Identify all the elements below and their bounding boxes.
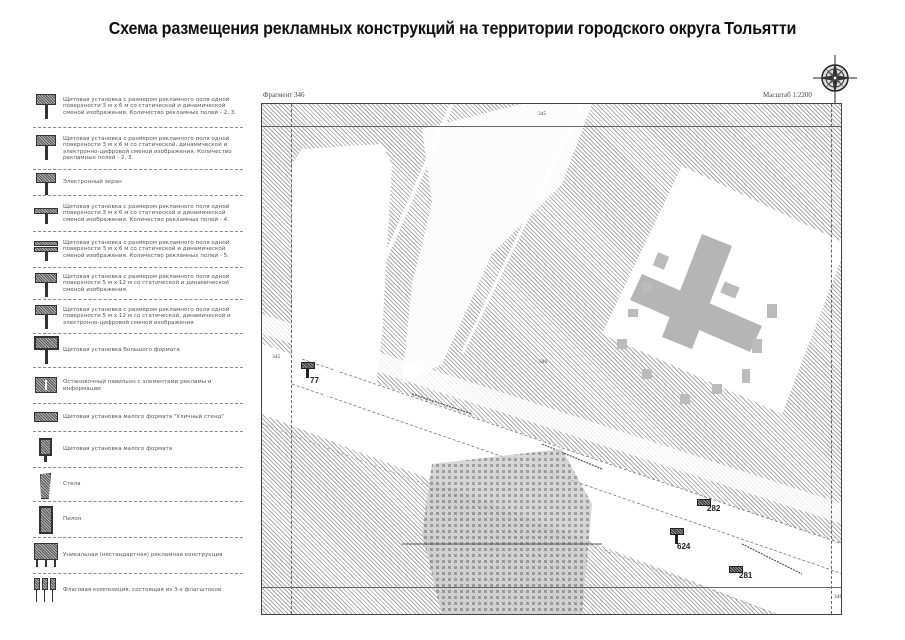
legend-text: Флаговая композиция, состоящая из 3-х фл…: [63, 586, 222, 593]
marker-number: 77: [310, 376, 319, 385]
legend-item: Щитовая установка с размером рекламного …: [33, 232, 243, 268]
billboard-icon: [729, 566, 743, 573]
sheet-label-center: 346: [539, 359, 548, 365]
billboard-5x12-icon: [33, 268, 59, 299]
page-title: Схема размещения рекламных конструкций н…: [108, 18, 797, 38]
sheet-grid-line: [831, 104, 832, 614]
stela-icon: [33, 468, 59, 501]
pole-icon: [306, 369, 309, 378]
legend-item: Флаговая композиция, состоящая из 3-х фл…: [33, 574, 243, 606]
legend-item: Электронный экран: [33, 170, 243, 196]
marker-number: 282: [707, 504, 721, 513]
legend-text: Щитовая установка с размером рекламного …: [63, 135, 232, 161]
legend-text: Щитовая установка малого формата "Уличны…: [63, 414, 224, 421]
billboard-icon: [697, 499, 711, 506]
legend-text: Щитовая установка с размером рекламного …: [63, 203, 230, 223]
fragment-label: Фрагмент 346: [263, 91, 305, 99]
legend-item: Щитовая установка с размером рекламного …: [33, 128, 243, 170]
legend-text: Щитовая установка большого формата: [63, 347, 180, 354]
legend-text: Щитовая установка с размером рекламного …: [63, 239, 230, 259]
sheet-label-top: 345: [538, 111, 547, 117]
marker-number: 624: [677, 542, 691, 551]
legend-item: Остановочный павильон с элементами рекла…: [33, 368, 243, 404]
unique-structure-icon: [33, 538, 59, 573]
scale-label: Масштаб 1:2200: [763, 91, 812, 99]
legend-item: Щитовая установка с размером рекламного …: [33, 86, 243, 128]
legend-text: Щитовая установка малого формата: [63, 446, 173, 453]
billboard-5-fields-icon: [33, 232, 59, 267]
legend-text: Остановочный павильон с элементами рекла…: [63, 379, 212, 392]
legend-text: Уникальная (нестандартная) рекламная кон…: [63, 552, 223, 559]
sheet-label-bottom-right: 348: [834, 594, 842, 600]
electronic-screen-icon: [33, 170, 59, 195]
small-format-info-stand-icon: [33, 404, 59, 431]
billboard-icon: [670, 528, 684, 535]
legend-item: Щитовая установка малого формата "Уличны…: [33, 404, 243, 432]
bus-stop-pavilion-icon: [33, 368, 59, 403]
large-format-billboard-icon: [33, 334, 59, 367]
compass-rose-icon: [813, 55, 857, 105]
legend-text: Щитовая установка с размером рекламного …: [63, 96, 237, 116]
legend: Щитовая установка с размером рекламного …: [33, 86, 243, 606]
sheet-grid-line: [262, 126, 841, 127]
small-format-billboard-icon: [33, 432, 59, 467]
legend-item: Стела: [33, 468, 243, 502]
billboard-icon: [301, 362, 315, 369]
sheet-label-left: 345: [272, 354, 281, 360]
legend-item: Щитовая установка с размером рекламного …: [33, 300, 243, 334]
legend-item: Щитовая установка малого формата: [33, 432, 243, 468]
legend-text: Пилон: [63, 516, 82, 523]
pylon-icon: [33, 502, 59, 537]
flag-composition-icon: [33, 574, 59, 606]
billboard-3x6-digital-icon: [33, 128, 59, 169]
sheet-grid-line: [262, 587, 841, 588]
legend-text: Щитовая установка с размером рекламного …: [63, 306, 231, 326]
billboard-5x12-digital-icon: [33, 300, 59, 333]
legend-item: Щитовая установка с размером рекламного …: [33, 196, 243, 232]
legend-item: Щитовая установка большого формата: [33, 334, 243, 368]
billboard-4-fields-icon: [33, 196, 59, 231]
pole-icon: [675, 535, 678, 544]
legend-text: Стела: [63, 481, 81, 488]
billboard-3x6-icon: [33, 86, 59, 127]
legend-item: Уникальная (нестандартная) рекламная кон…: [33, 538, 243, 574]
map-fragment[interactable]: 345 345 346 348 77 282 624 281: [261, 103, 842, 615]
legend-item: Щитовая установка с размером рекламного …: [33, 268, 243, 300]
marker-number: 281: [739, 571, 753, 580]
legend-text: Щитовая установка с размером рекламного …: [63, 273, 230, 293]
legend-item: Пилон: [33, 502, 243, 538]
sheet-grid-line: [291, 104, 292, 614]
legend-text: Электронный экран: [63, 179, 122, 186]
